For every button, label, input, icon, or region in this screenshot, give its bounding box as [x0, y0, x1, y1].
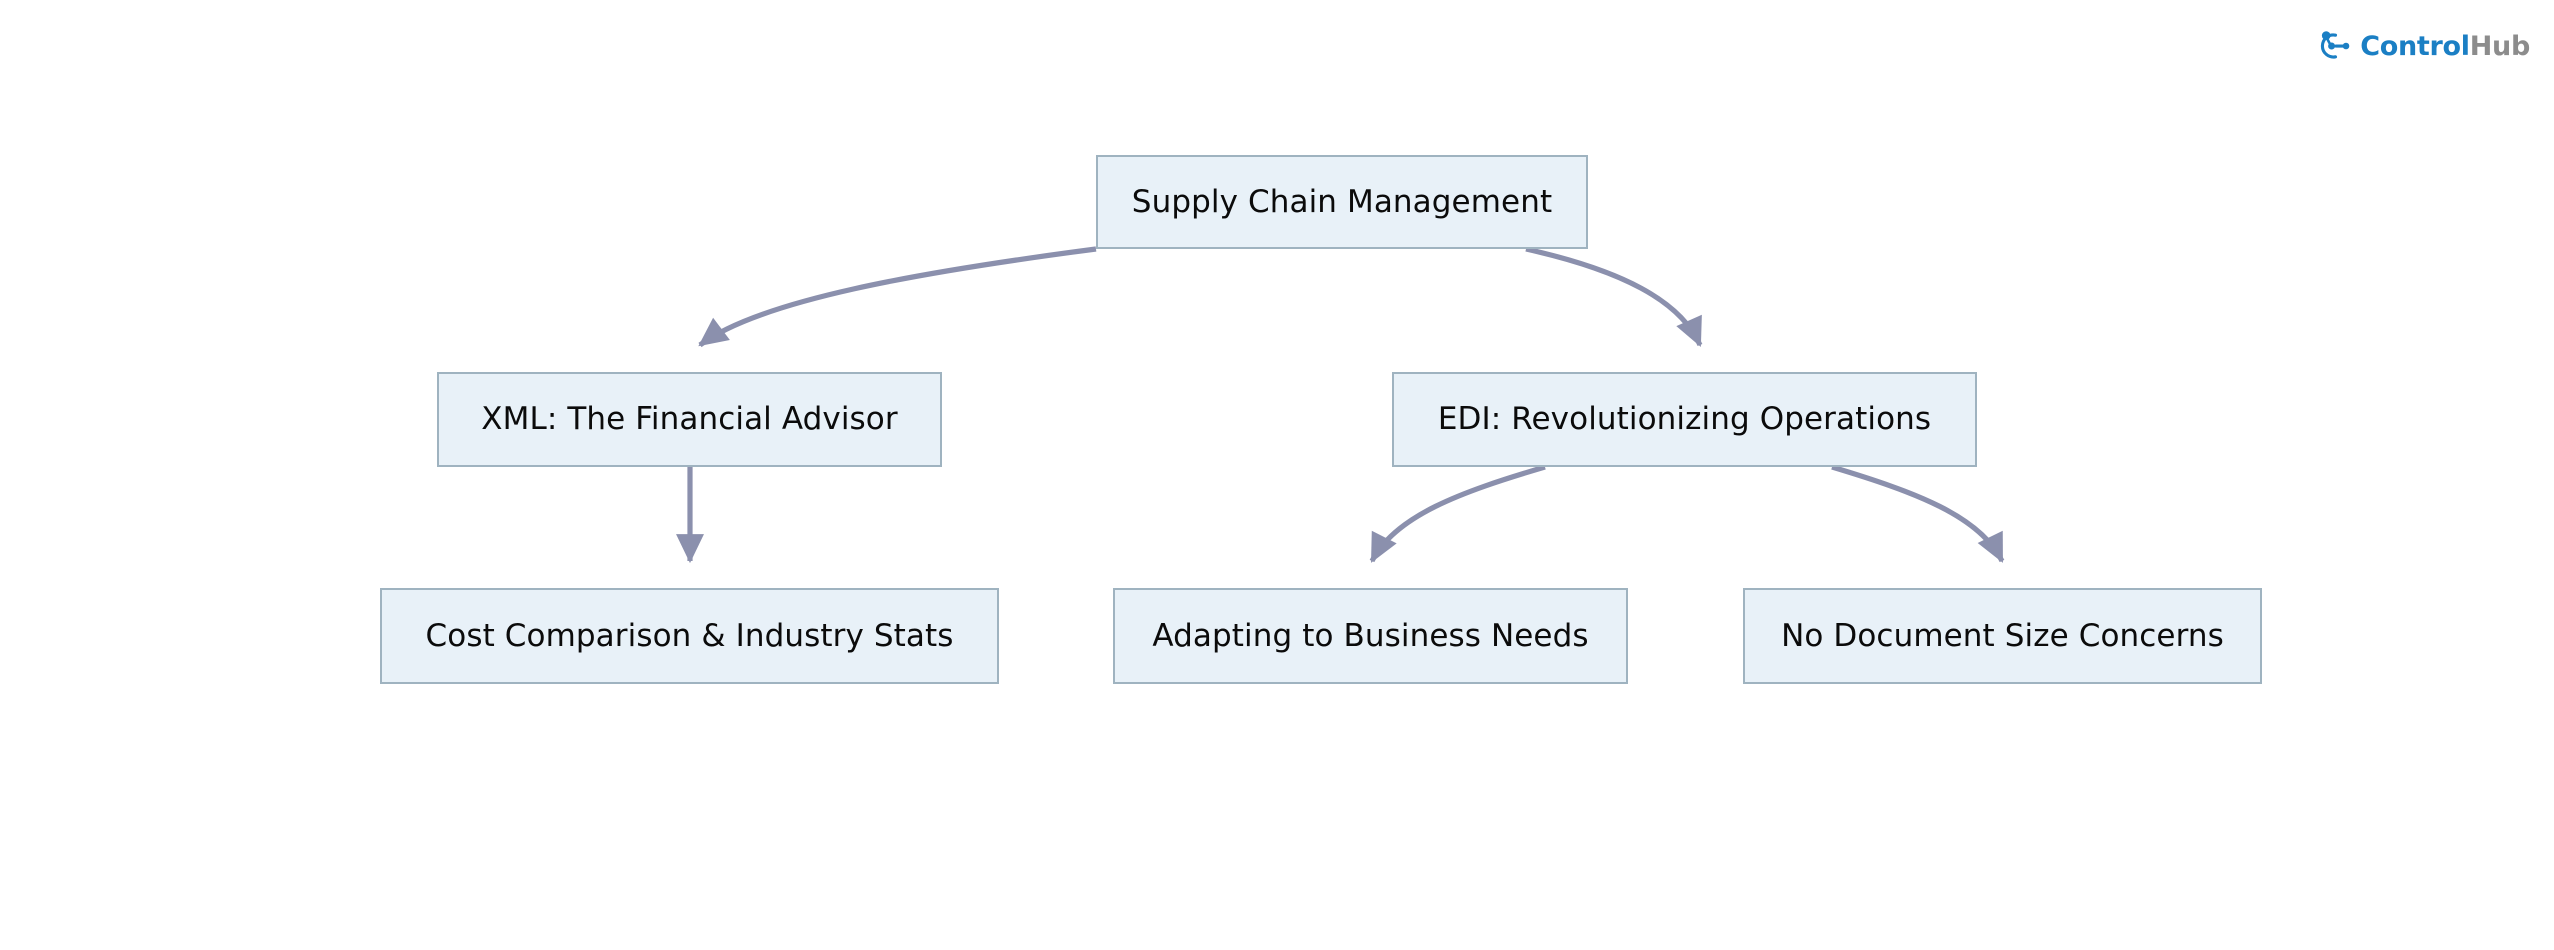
controlhub-node-icon [2321, 31, 2350, 59]
node-label: Cost Comparison & Industry Stats [425, 617, 954, 654]
edge-root-to-edi [1525, 246, 1703, 347]
node-label: Adapting to Business Needs [1152, 617, 1589, 654]
flowchart-node-edi-revolutionizing-operations[interactable]: EDI: Revolutionizing Operations [1392, 372, 1977, 467]
node-label: Supply Chain Management [1131, 183, 1553, 220]
edge-edi-to-nosize [1831, 464, 2005, 563]
brand-logo: ControlHub [2315, 26, 2530, 66]
brand-name-primary: Control [2360, 30, 2470, 62]
flowchart-node-supply-chain-management[interactable]: Supply Chain Management [1096, 155, 1588, 249]
node-label: No Document Size Concerns [1781, 617, 2224, 654]
flowchart-node-xml-financial-advisor[interactable]: XML: The Financial Advisor [437, 372, 942, 467]
node-label: EDI: Revolutionizing Operations [1437, 401, 1932, 437]
flowchart-node-no-document-size-concerns[interactable]: No Document Size Concerns [1743, 588, 2262, 684]
node-label: XML: The Financial Advisor [481, 401, 898, 437]
brand-wordmark: ControlHub [2360, 33, 2530, 60]
edge-edi-to-adapting [1369, 464, 1546, 563]
flowchart-node-cost-comparison-industry-stats[interactable]: Cost Comparison & Industry Stats [380, 588, 999, 684]
flowchart-node-adapting-to-business-needs[interactable]: Adapting to Business Needs [1113, 588, 1628, 684]
edge-root-to-xml [698, 246, 1097, 348]
brand-name-secondary: Hub [2469, 30, 2531, 62]
